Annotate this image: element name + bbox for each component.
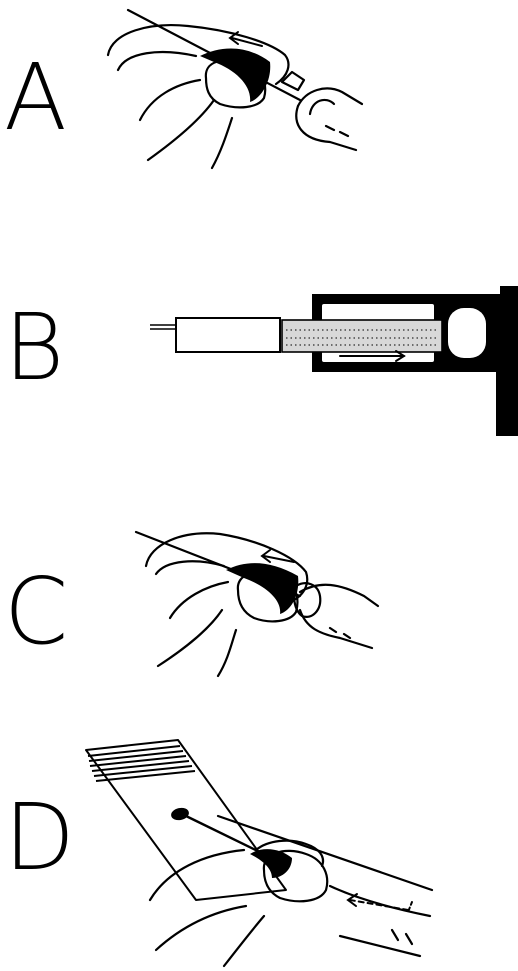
capillary-tube xyxy=(176,318,280,352)
middle-finger xyxy=(156,561,224,574)
palm-line xyxy=(158,610,222,666)
step-c-panel: C xyxy=(0,510,518,690)
palm-line xyxy=(148,100,214,160)
middle-finger xyxy=(118,52,196,70)
finger-edge-line xyxy=(218,816,432,890)
direction-arrow xyxy=(230,32,262,46)
blood-drop xyxy=(200,48,270,102)
step-c-illustration xyxy=(0,510,518,690)
syringe-barrel xyxy=(300,585,378,606)
palm-line-2 xyxy=(212,118,232,168)
housing-slot xyxy=(448,308,486,358)
step-a-panel: A xyxy=(0,0,518,190)
syringe-barrel xyxy=(298,88,362,106)
step-b-panel: B xyxy=(0,250,518,450)
palm-line-2 xyxy=(218,630,236,676)
syringe-barrel xyxy=(330,886,430,916)
step-d-illustration xyxy=(0,730,518,971)
lower-finger xyxy=(140,80,200,120)
slide-frosted-end xyxy=(88,746,195,781)
test-strip xyxy=(282,320,442,352)
needle xyxy=(150,325,176,329)
palm-line xyxy=(224,916,264,966)
blood-drop xyxy=(250,849,292,878)
step-a-illustration xyxy=(0,0,518,190)
step-b-illustration xyxy=(0,250,518,450)
step-d-panel: D xyxy=(0,730,518,971)
blood-spot xyxy=(170,806,190,821)
lower-finger xyxy=(156,906,246,950)
